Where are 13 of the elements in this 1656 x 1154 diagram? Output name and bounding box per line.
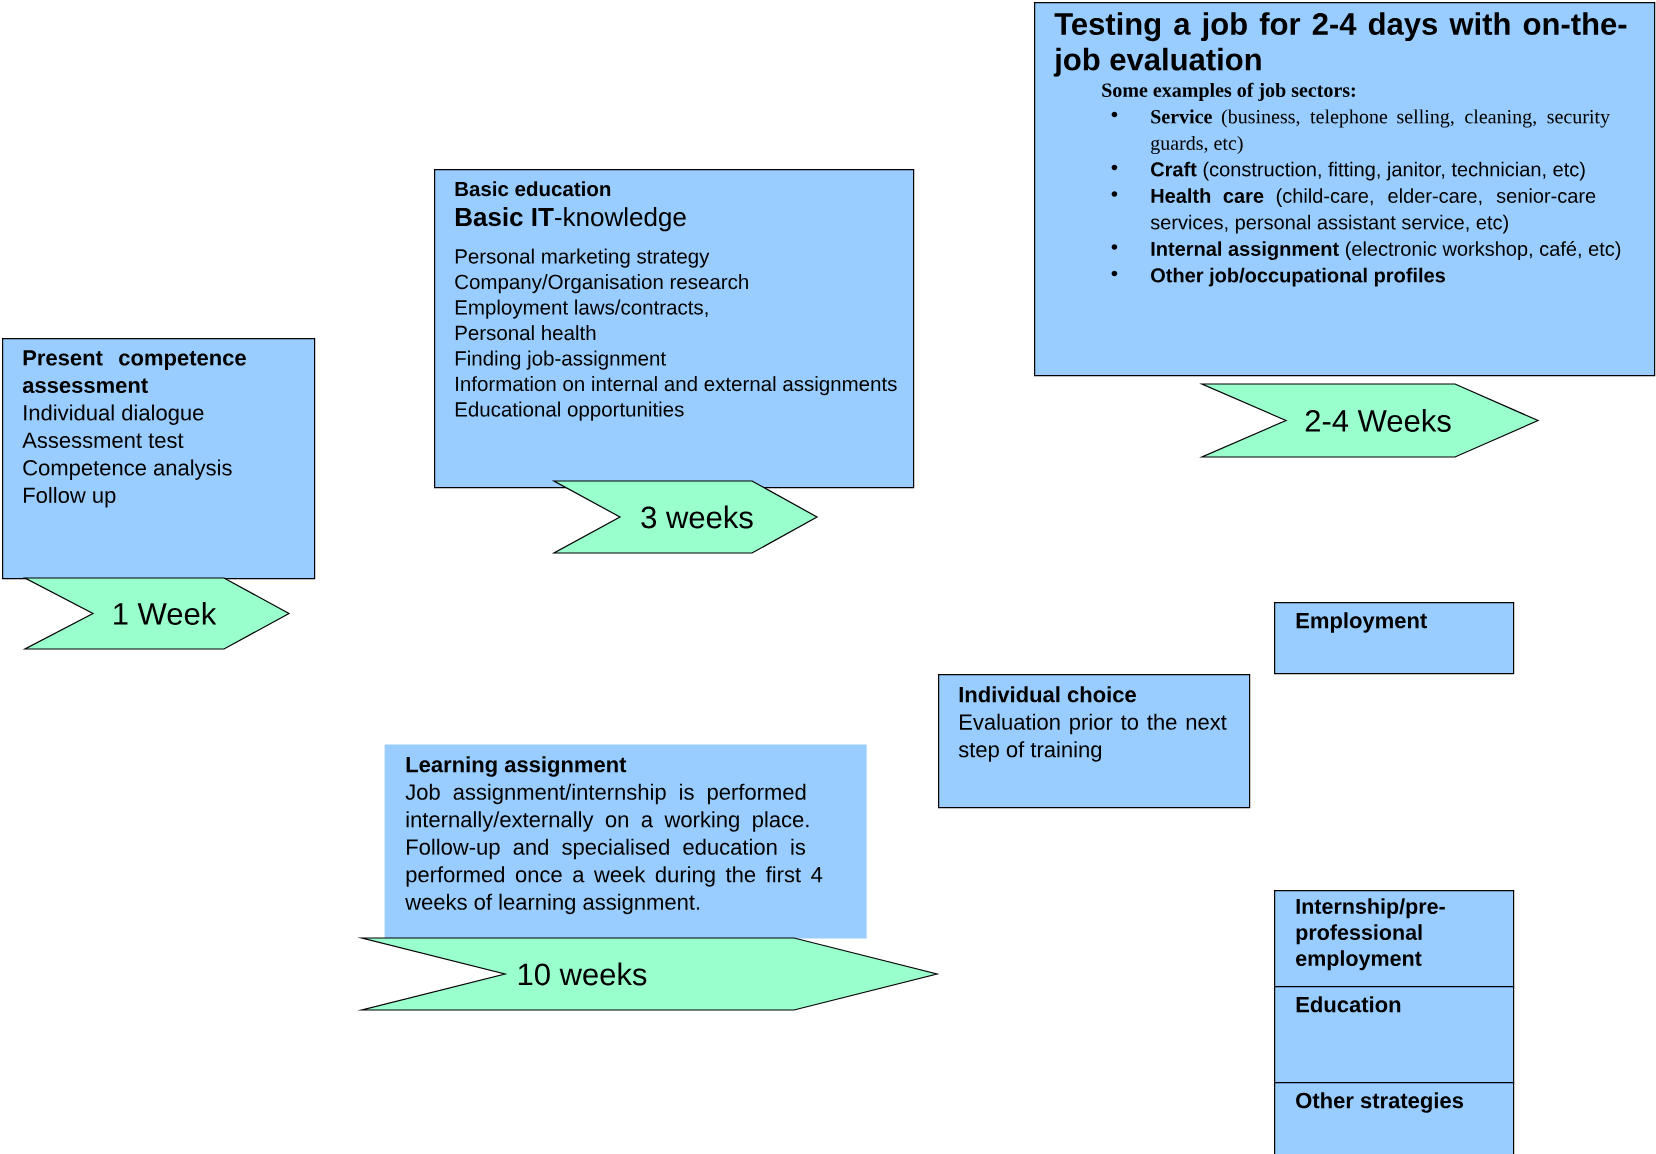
process-box: Present competence assessment Individual dialogue Assessment test Competence analysis Follow up [2, 338, 316, 580]
process-box: Other strategies [1274, 1082, 1515, 1154]
duration-chevron: 10 weeks [357, 937, 940, 1011]
process-box: Internship/pre-professional employment [1274, 890, 1515, 988]
process-box: Employment [1274, 602, 1515, 675]
duration-chevron: 1 Week [22, 577, 291, 650]
process-box: Individual choice Evaluation prior to the next step of training [938, 674, 1251, 809]
duration-chevron: 2-4 Weeks [1199, 383, 1540, 458]
process-box: Education [1274, 986, 1515, 1084]
process-box: Basic education Basic IT-knowledge Personal marketing strategy Company/Organisation research Employment laws/contracts, Personal health Finding job-assignment Information on internal and external assignments Educational opportunities [434, 169, 915, 489]
duration-chevron: 3 weeks [551, 480, 819, 554]
process-box: Testing a job for 2-4 days with on-the-job evaluation Some examples of job sectors: Service (business, telephone selling, cleaning, security guards, etc) Craft (construction, fitting, janitor, technician, etc) Health care (child-care, elder-care, senior-care services, personal assistant service, etc) Internal assignment (electronic workshop, café, etc) Other job/occupational profiles [1034, 2, 1656, 377]
process-box: Learning assignment Job assignment/internship is performed internally/externally on a working place. Follow-up and specialised education is performed once a week during the first 4 weeks of learning assignment. [384, 744, 867, 939]
